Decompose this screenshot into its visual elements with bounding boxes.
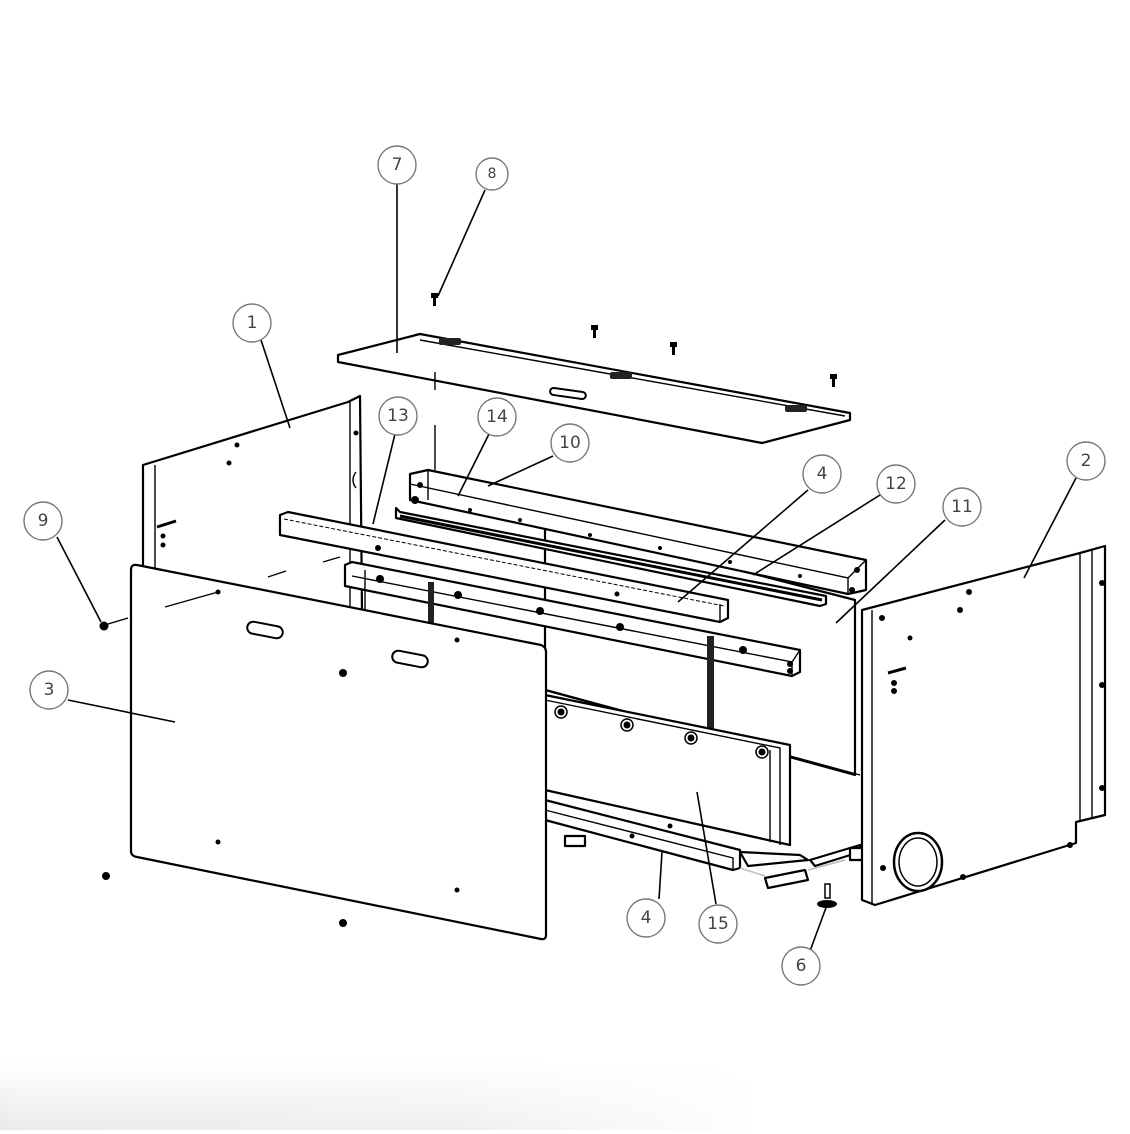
callout-3: 3 <box>29 670 69 710</box>
callout-13: 13 <box>378 396 418 436</box>
callout-14: 14 <box>477 397 517 437</box>
screw-icon <box>670 342 677 355</box>
leveling-foot-icon <box>817 883 837 908</box>
callout-label: 7 <box>392 155 403 175</box>
top-panel-screws <box>431 293 837 470</box>
callout-label: 15 <box>707 914 729 934</box>
callout-label: 8 <box>488 166 497 182</box>
bottom-shadow-blend <box>0 1060 1130 1130</box>
rear-rail <box>394 506 828 608</box>
callout-label: 4 <box>641 908 652 928</box>
callout-label: 6 <box>796 956 807 976</box>
screw-icon <box>431 293 438 306</box>
callout-12: 12 <box>876 464 916 504</box>
callout-label: 13 <box>387 406 409 426</box>
callout-label: 9 <box>38 511 49 531</box>
callout-label: 11 <box>951 497 973 517</box>
upper-rail <box>343 560 802 736</box>
callout-8: 8 <box>475 157 509 191</box>
front-top-rail <box>278 510 730 624</box>
callout-15: 15 <box>698 904 738 944</box>
callout-label: 10 <box>559 433 581 453</box>
callout-label: 12 <box>885 474 907 494</box>
top-panel <box>336 332 852 445</box>
callout-1: 1 <box>232 303 272 343</box>
callout-7: 7 <box>377 145 417 185</box>
screw-icon <box>830 374 837 387</box>
callout-9: 9 <box>23 501 63 541</box>
screw-icon <box>591 325 598 338</box>
callout-4-lower: 4 <box>626 898 666 938</box>
callout-10: 10 <box>550 423 590 463</box>
callout-6: 6 <box>781 946 821 986</box>
callout-label: 2 <box>1081 451 1092 471</box>
callout-2: 2 <box>1066 441 1106 481</box>
callout-label: 3 <box>44 680 55 700</box>
leader-lines <box>56 184 1077 952</box>
loose-screws <box>99 617 347 927</box>
callout-label: 4 <box>817 464 828 484</box>
front-panel <box>129 556 548 941</box>
callout-label: 14 <box>486 407 508 427</box>
rear-top-frame <box>408 468 868 596</box>
right-side-panel <box>860 544 1107 907</box>
callout-label: 1 <box>247 313 258 333</box>
callout-4-upper: 4 <box>802 454 842 494</box>
callout-11: 11 <box>942 487 982 527</box>
